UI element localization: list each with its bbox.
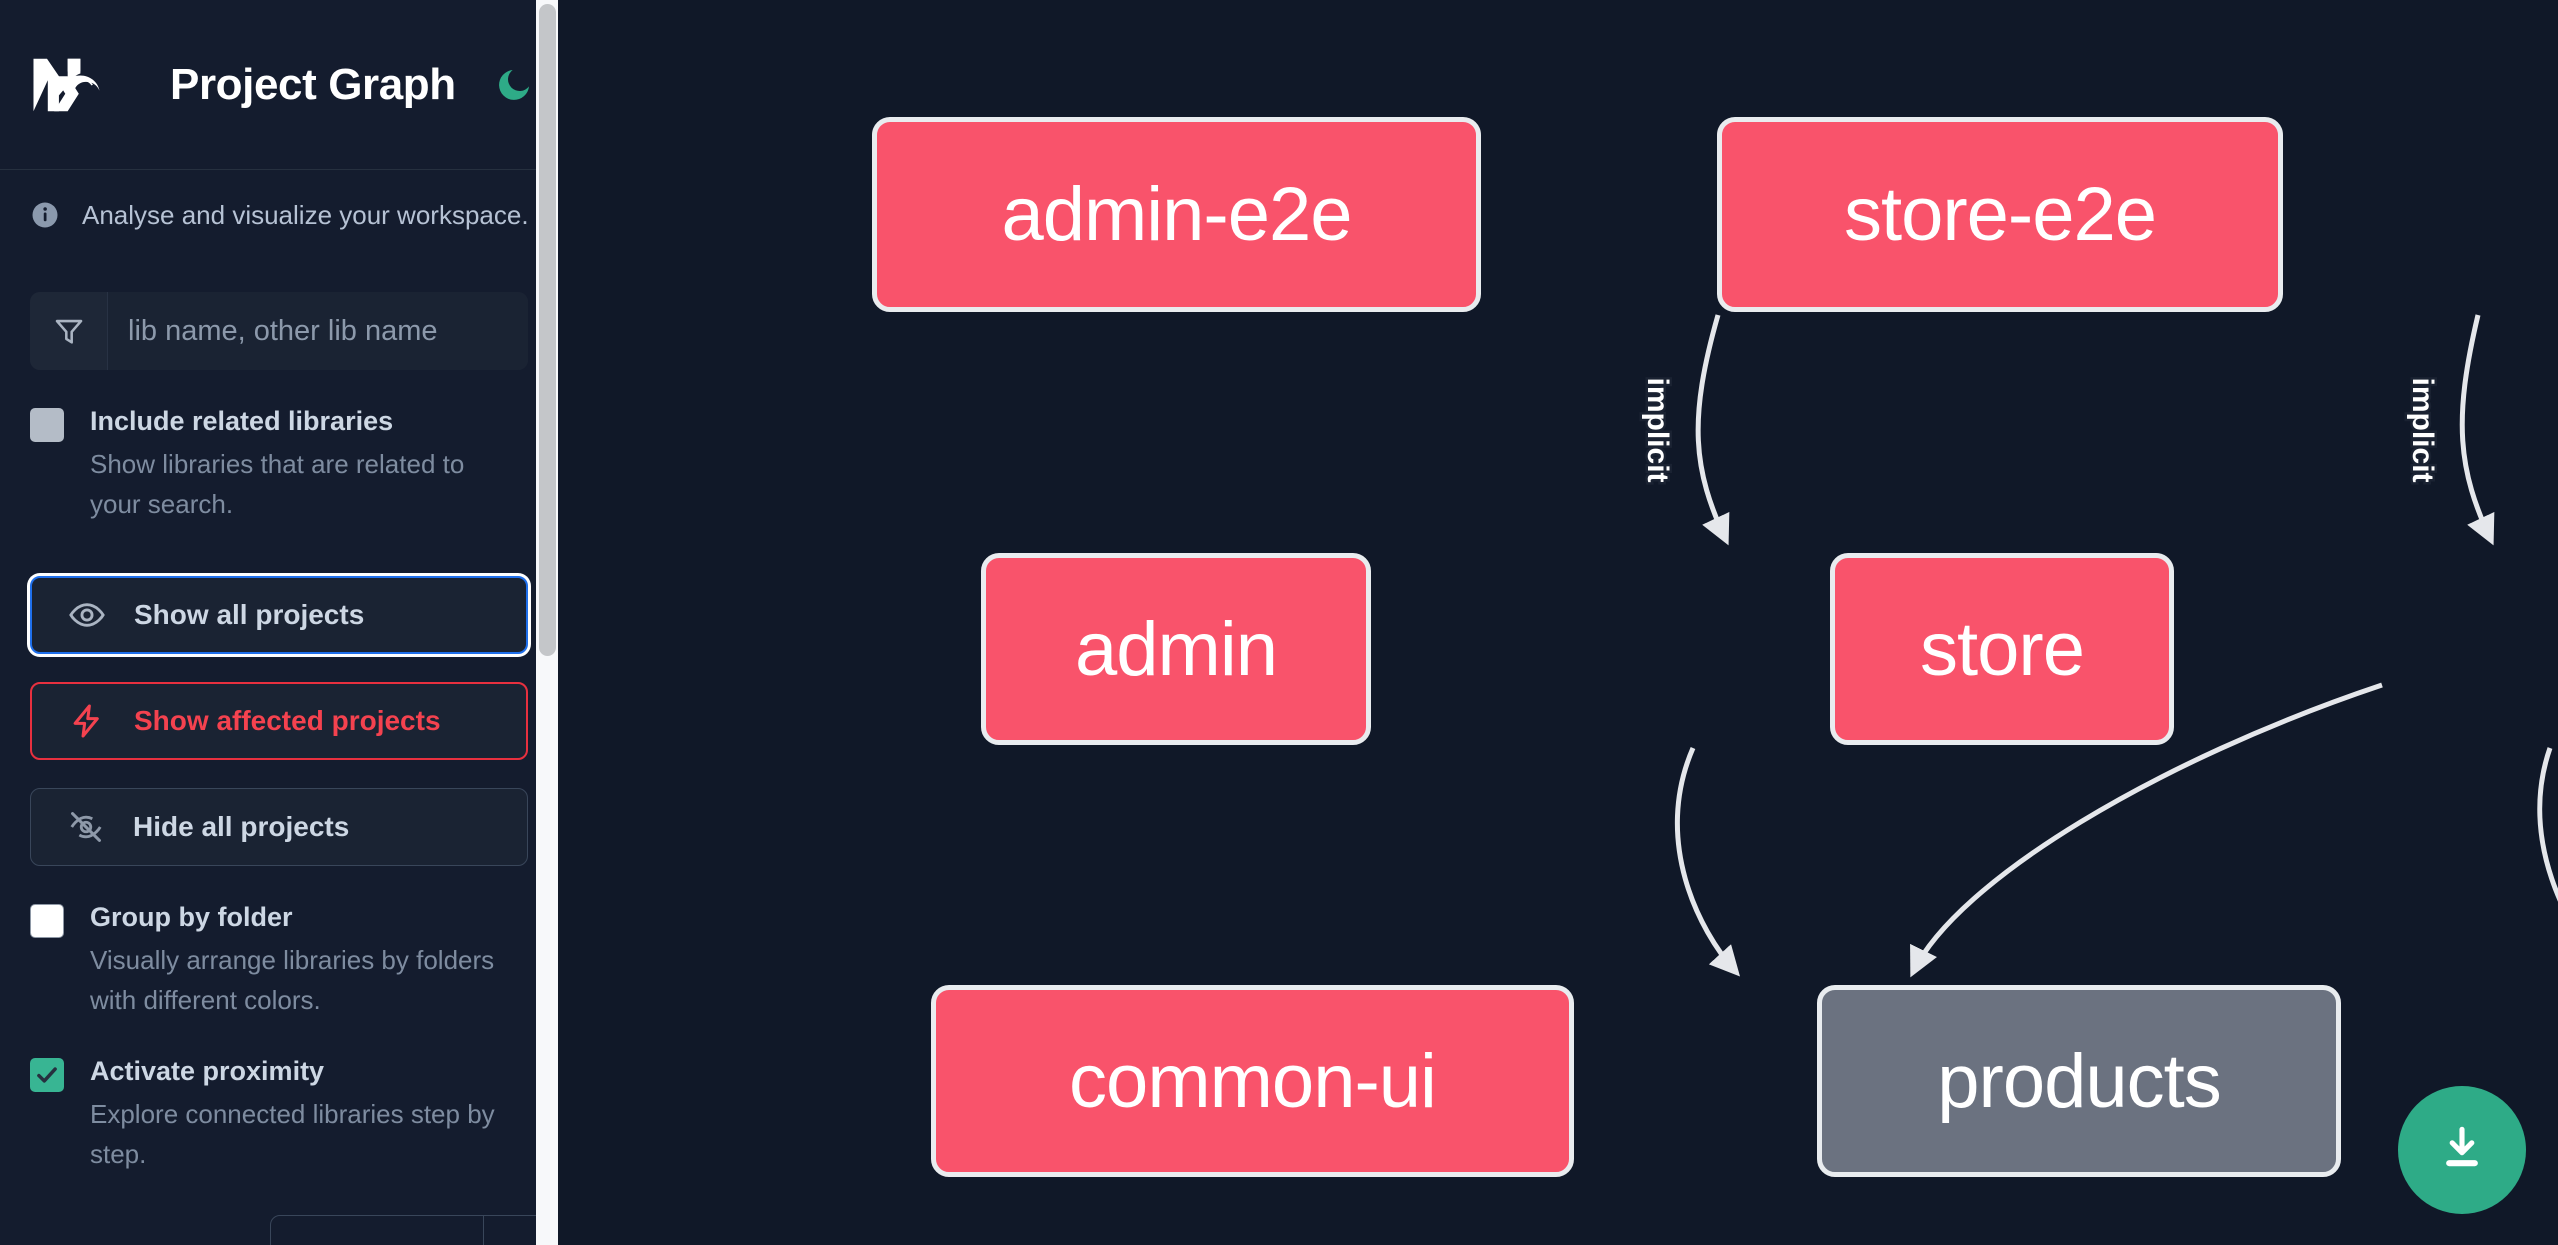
eye-icon [68, 596, 106, 634]
edge-label-implicit-store: implicit [2406, 377, 2439, 482]
option-description: Explore connected libraries step by step… [90, 1099, 495, 1169]
info-icon [30, 200, 60, 230]
checkbox-group-by-folder[interactable] [30, 904, 64, 938]
option-label: Include related libraries [90, 406, 394, 436]
button-label: Show affected projects [134, 705, 441, 736]
search-input[interactable] [108, 292, 528, 370]
download-button[interactable] [2398, 1086, 2526, 1214]
edge-admin-e2e-to-admin [1695, 314, 1730, 546]
option-description: Show libraries that are related to your … [90, 449, 465, 519]
filter-icon [30, 292, 108, 370]
button-label: Show all projects [134, 599, 365, 630]
tagline-text: Analyse and visualize your workspace. [82, 199, 529, 230]
sidebar-scrollbar-thumb[interactable] [539, 4, 556, 656]
option-include-related-libraries[interactable]: Include related libraries Show libraries… [30, 404, 528, 524]
graph-node-admin[interactable]: admin [981, 553, 1371, 745]
edge-store-to-common-ui [1910, 682, 2383, 978]
sidebar-header: Project Graph [0, 0, 558, 170]
edge-label-implicit-admin: implicit [1641, 377, 1674, 482]
lightning-bolt-icon [68, 702, 106, 740]
node-label: admin [1075, 606, 1278, 692]
graph-node-admin-e2e[interactable]: admin-e2e [872, 117, 1481, 312]
sidebar: Project Graph Analyse and visualize your… [0, 0, 558, 1245]
graph-canvas[interactable]: implicit implicit admin-e2e store-e2e ad… [558, 0, 2558, 1245]
graph-node-store[interactable]: store [1830, 553, 2174, 745]
project-visibility-buttons: Show all projects Show affected projects [30, 576, 528, 866]
edge-admin-to-common-ui [1674, 747, 1741, 977]
eye-off-icon [67, 808, 105, 846]
show-affected-projects-button[interactable]: Show affected projects [30, 682, 528, 760]
node-label: common-ui [1069, 1038, 1437, 1124]
option-label: Group by folder [90, 902, 293, 932]
node-label: admin-e2e [1001, 172, 1352, 257]
edge-store-e2e-to-store [2459, 314, 2495, 546]
moon-icon[interactable] [492, 63, 536, 107]
option-label: Activate proximity [90, 1056, 325, 1086]
option-description: Visually arrange libraries by folders wi… [90, 945, 495, 1015]
graph-node-store-e2e[interactable]: store-e2e [1717, 117, 2283, 312]
checkbox-include-related-libraries[interactable] [30, 408, 64, 442]
graph-node-products[interactable]: products [1817, 985, 2341, 1177]
node-label: store-e2e [1843, 172, 2157, 257]
segment-option-1[interactable] [271, 1216, 484, 1245]
sidebar-body: Include related libraries Show libraries… [0, 260, 558, 1174]
show-all-projects-button[interactable]: Show all projects [30, 576, 528, 654]
sidebar-scrollbar[interactable] [536, 0, 558, 1245]
graph-node-common-ui[interactable]: common-ui [931, 985, 1574, 1177]
edge-store-to-products [2537, 747, 2558, 902]
tagline: Analyse and visualize your workspace. [0, 170, 558, 260]
node-label: store [1920, 606, 2085, 692]
option-activate-proximity[interactable]: Activate proximity Explore connected lib… [30, 1054, 528, 1174]
option-group-by-folder[interactable]: Group by folder Visually arrange librari… [30, 900, 528, 1020]
checkbox-activate-proximity[interactable] [30, 1058, 64, 1092]
hide-all-projects-button[interactable]: Hide all projects [30, 788, 528, 866]
segmented-control[interactable] [270, 1215, 558, 1245]
button-label: Hide all projects [133, 811, 350, 842]
search-field[interactable] [30, 292, 528, 370]
node-label: products [1937, 1038, 2221, 1124]
graph-edges: implicit implicit [1639, 314, 2558, 978]
nx-logo-icon [30, 54, 126, 116]
page-title: Project Graph [170, 59, 456, 109]
download-icon [2434, 1120, 2490, 1181]
